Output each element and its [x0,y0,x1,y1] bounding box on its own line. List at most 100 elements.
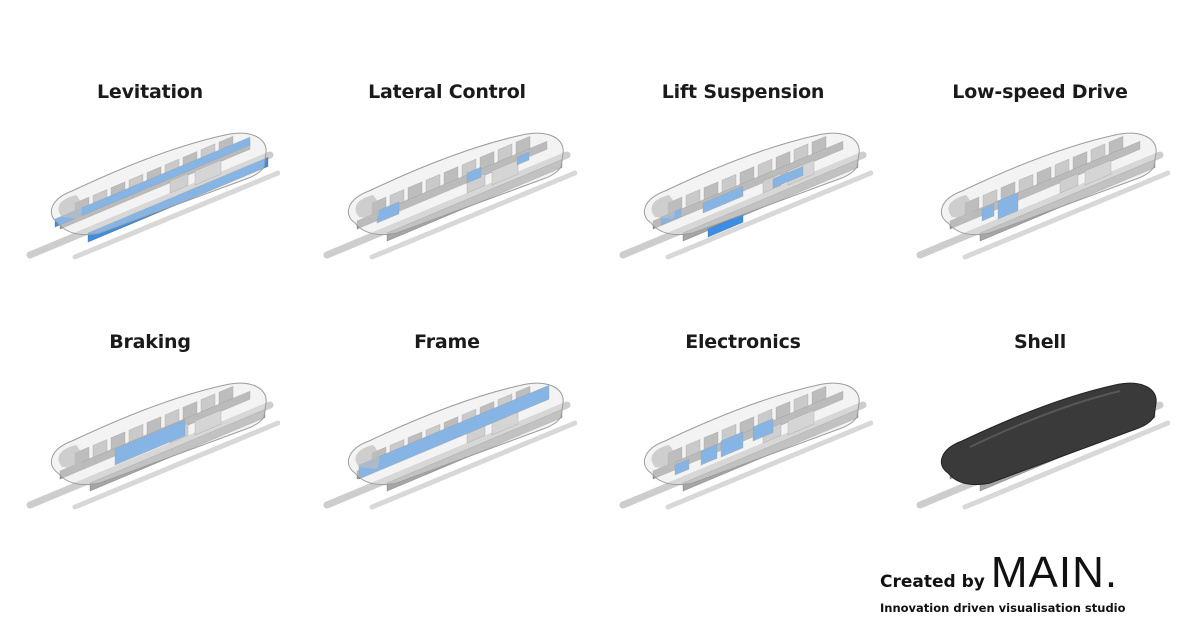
shell-body [940,382,1157,486]
panel-lateral-control: Lateral Control [297,15,597,265]
component [1090,143,1106,163]
pod-illustration [916,132,1170,260]
front-window [355,445,380,469]
panel-shell: Shell [890,265,1190,515]
panel-low-speed-drive: Low-speed Drive [890,15,1190,265]
component [685,439,701,458]
component [1036,166,1052,186]
electronics-part [674,458,690,476]
rail [665,420,873,510]
panel-title: Lift Suspension [661,81,825,103]
component [110,431,126,451]
suspension-part [772,165,804,189]
panel-title: Low-speed Drive [952,81,1128,103]
component [200,393,216,413]
component [389,189,405,208]
component [721,173,737,193]
shell-body [643,382,860,486]
braking-part [114,419,186,466]
component [982,189,998,208]
rail [26,151,274,259]
component [685,189,701,208]
panel-frame: Frame [297,265,597,515]
component [491,159,519,186]
studio-logo: MAIN. [990,548,1119,597]
pod-illustration [619,382,873,510]
component [1072,151,1088,170]
component [146,416,162,436]
front-window [355,195,380,219]
panel-title: Braking [109,331,191,353]
panel-title: Shell [1013,331,1067,353]
electronics-part [700,443,718,466]
component [515,135,531,155]
component [425,173,441,193]
component [811,135,827,155]
component [92,439,108,458]
shell-body [50,132,267,236]
electronics-part [752,418,774,442]
component [182,401,198,420]
component [497,143,513,163]
component [194,409,222,436]
component [194,159,222,186]
rail [369,170,577,260]
shell-body [347,132,564,236]
rail [962,170,1170,260]
pod-illustration [26,382,280,510]
rail [72,170,280,260]
panel-electronics: Electronics [593,265,893,515]
component [1059,172,1079,194]
panel-title: Lateral Control [368,81,526,103]
component [169,172,189,194]
frame-part [358,384,550,480]
panel-braking: Braking [0,265,300,515]
pod-illustration [916,382,1170,510]
rail [26,401,274,509]
component [739,166,755,186]
panel-title: Levitation [97,81,203,103]
shell-highlight [969,390,1121,448]
component [164,408,180,428]
component [1084,159,1112,186]
rail [619,151,867,259]
component [443,166,459,186]
panel-levitation: Levitation [0,15,300,265]
component [811,385,827,405]
rail [72,420,280,510]
shell-body [940,132,1157,236]
front-window [58,195,83,219]
pod-illustration [323,382,577,510]
lateral-control-part [516,151,530,166]
component [757,158,773,178]
electronics-part [720,431,744,458]
component [479,151,495,170]
rail [916,151,1164,259]
rail [323,401,571,509]
front-window [651,195,676,219]
shell-body [50,382,267,486]
lateral-control-part [466,166,482,184]
front-window [948,195,973,219]
component [407,181,423,201]
component [775,151,791,170]
front-window [58,445,83,469]
front-window [651,445,676,469]
panel-title: Frame [414,331,480,353]
panel-title: Electronics [685,331,801,353]
component [1054,158,1070,178]
component [1108,135,1124,155]
pod-illustration [26,132,280,260]
component [775,401,791,420]
drive-part [997,192,1019,220]
component [218,385,234,405]
pod-illustration [323,132,577,260]
rail [619,401,867,509]
rail [962,420,1170,510]
drive-part [981,203,995,222]
rail [323,151,571,259]
suspension-part [702,185,744,214]
studio-tagline: Innovation driven visualisation studio [880,601,1126,615]
